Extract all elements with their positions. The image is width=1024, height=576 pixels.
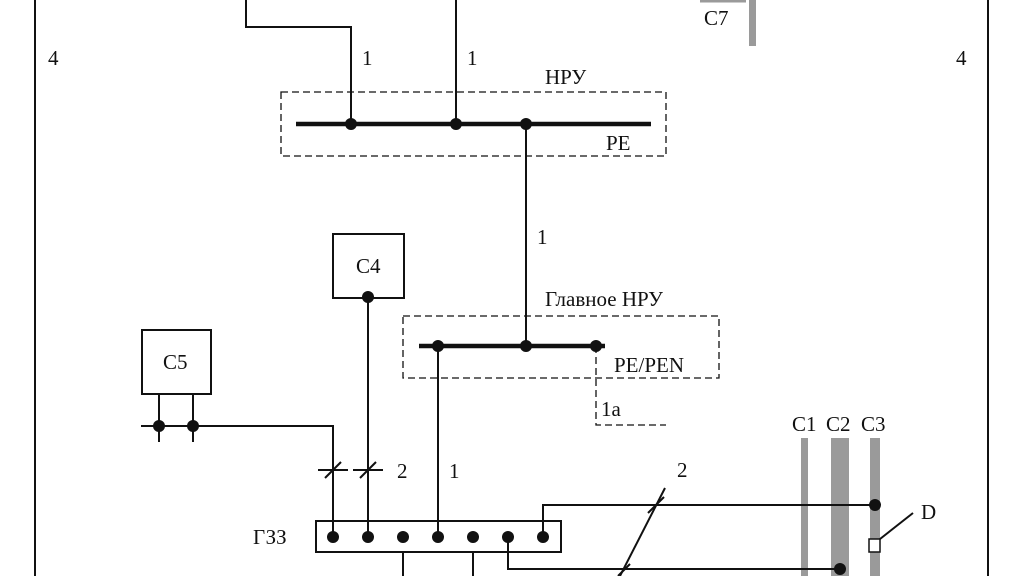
c4-label: C4 <box>356 254 381 278</box>
pe-pen-label: PE/PEN <box>614 353 684 377</box>
slash-c4-wire <box>359 461 377 479</box>
wire-gzz-c3 <box>542 504 875 537</box>
tick-gzz-c3 <box>647 496 665 514</box>
d-leader <box>879 512 914 540</box>
pe-node-2 <box>450 118 462 130</box>
wire-1-label-d: 1 <box>449 459 460 483</box>
main-nru-box <box>402 315 720 379</box>
diag-wire-2 <box>619 487 666 576</box>
c5-box <box>141 329 212 395</box>
d-insert <box>868 538 881 553</box>
d-label: D <box>921 500 936 524</box>
wire-1-label-a: 1 <box>362 46 373 70</box>
gzz-label: ГЗЗ <box>253 525 287 549</box>
wire-1-label-b: 1 <box>467 46 478 70</box>
pen-node-2 <box>520 340 532 352</box>
wire-1a <box>595 346 666 426</box>
c2-label: C2 <box>826 412 851 436</box>
wire-2-label-b: 2 <box>677 458 688 482</box>
c2-node <box>834 563 846 575</box>
slash-c5-wire <box>324 461 342 479</box>
pe-node-1 <box>345 118 357 130</box>
nru-label: НРУ <box>545 65 586 89</box>
tick-gzz-c2 <box>617 563 631 576</box>
c3-label: C3 <box>861 412 886 436</box>
wire-2-label-a: 2 <box>397 459 408 483</box>
region-label-left: 4 <box>48 46 59 70</box>
wire-c5-gzz <box>141 425 334 537</box>
nru-box <box>280 91 667 157</box>
gzz-bar <box>315 520 562 553</box>
wire-top-left <box>245 0 352 124</box>
wire-1a-label: 1a <box>601 397 622 421</box>
c7-label: C7 <box>704 6 729 30</box>
c1-element <box>801 438 808 576</box>
region-label-right: 4 <box>956 46 967 70</box>
main-nru-label: Главное НРУ <box>545 287 663 311</box>
c1-label: C1 <box>792 412 817 436</box>
wire-1-label-c: 1 <box>537 225 548 249</box>
c5-label: C5 <box>163 350 188 374</box>
c2-element <box>831 438 849 576</box>
outer-frame <box>34 0 989 576</box>
pe-label: PE <box>606 131 631 155</box>
c3-node <box>869 499 881 511</box>
c7-element <box>749 0 756 46</box>
wire-gzz-c2 <box>507 537 840 570</box>
